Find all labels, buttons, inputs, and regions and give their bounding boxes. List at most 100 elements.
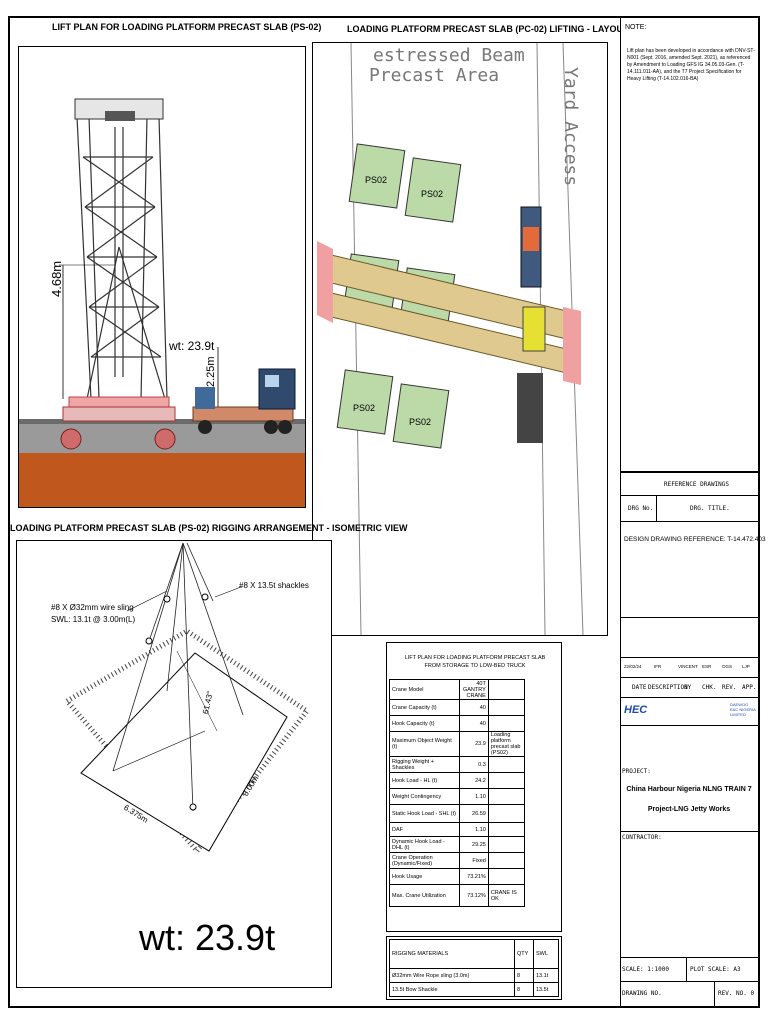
- calc-row-value: 0.3: [459, 756, 489, 773]
- calc-row-value: Fixed: [459, 852, 489, 869]
- rev-header-by: BY: [684, 684, 692, 691]
- calc-row-note: [487, 715, 526, 732]
- calc-row-value: 40: [459, 699, 489, 716]
- rev-chk: ESR: [702, 664, 712, 669]
- gantry-wheel-left: [60, 428, 82, 450]
- calc-row-note: Loading platform precast slab (PS02): [487, 731, 526, 757]
- shackle-label: #8 X 13.5t shackles: [239, 581, 309, 590]
- calc-row-label: Crane Operation (Dynamic/Fixed): [388, 852, 461, 869]
- calc-row-label: Rigging Weight + Shackles: [388, 756, 461, 773]
- slab-label: PS02: [365, 175, 388, 185]
- hec-logo: HEC: [624, 704, 648, 716]
- materials-row-qty: 8: [514, 982, 534, 997]
- materials-header-swl: SWL: [533, 939, 559, 969]
- materials-grid: RIGGING MATERIALS QTY SWL Ø32mm Wire Rop…: [389, 939, 559, 997]
- rev-header-date: DATE: [632, 684, 647, 691]
- rev-rev: OGS: [722, 664, 733, 669]
- calc-row-note: [487, 788, 526, 805]
- materials-row-item: 13.5t Bow Shackle: [389, 982, 515, 997]
- calc-heading-2: FROM STORAGE TO LOW-BED TRUCK: [424, 663, 526, 669]
- rev-header-row: DATE DESCRIPTION BY CHK. REV. APP.: [620, 678, 758, 698]
- drg-header-row: DRG No. DRG. TITLE.: [620, 496, 758, 522]
- ground-soil: [19, 452, 305, 507]
- slab-label: PS02: [353, 403, 376, 413]
- daewoo-logo: DAEWOO E&C NIGERIA LIMITED: [730, 702, 756, 717]
- calc-row-value: 29.25: [459, 836, 489, 853]
- clearance-dimension: 2.25m: [205, 356, 217, 387]
- design-ref-row: DESIGN DRAWING REFERENCE: T-14.472.403: [620, 522, 766, 618]
- low-bed-truck-bed: [192, 406, 294, 422]
- calc-row-note: [487, 836, 526, 853]
- scale-row: SCALE: 1:1000 PLOT SCALE: A3: [620, 958, 758, 982]
- precast-slab: [68, 396, 170, 408]
- blank-rev-rows: [620, 618, 758, 658]
- calc-row: Static Hook Load - SHL (t)26.59: [388, 804, 526, 823]
- note-heading: NOTE:: [625, 24, 647, 31]
- calc-row-value: 40: [459, 715, 489, 732]
- contractor-label: CONTRACTOR:: [622, 834, 662, 841]
- rigging-panel: #8 X Ø32mm wire sling SWL: 13.1t @ 3.00m…: [16, 540, 332, 988]
- calc-row-label: Maximum Object Weight (t): [388, 731, 461, 757]
- lifting-layout-panel: estressed Beam Precast Area Yard Access …: [312, 42, 608, 636]
- materials-header-item: RIGGING MATERIALS: [389, 939, 515, 969]
- calc-row-label: Hook Capacity (t): [388, 715, 461, 732]
- area-label-1: estressed Beam: [373, 45, 525, 66]
- rev-no: REV. NO. 0: [718, 990, 755, 997]
- calc-row-note: CRANE IS OK: [487, 884, 526, 907]
- gantry-elevation-drawing: [19, 98, 305, 507]
- plot-scale-value: PLOT SCALE: A3: [690, 966, 741, 973]
- logo-row: HEC DAEWOO E&C NIGERIA LIMITED: [620, 698, 758, 726]
- road-label: Yard Access: [560, 67, 581, 187]
- calc-row-value: 23.9: [459, 731, 489, 757]
- calc-row: Crane Operation (Dynamic/Fixed)Fixed: [388, 852, 526, 869]
- slab-label: PS02: [421, 189, 444, 199]
- gantry-tower: [76, 116, 168, 400]
- project-name-1: China Harbour Nigeria NLNG TRAIN 7: [626, 786, 752, 793]
- scale-value: SCALE: 1:1000: [622, 966, 669, 973]
- truck-tail: [517, 373, 543, 443]
- project-row: PROJECT: China Harbour Nigeria NLNG TRAI…: [620, 726, 758, 832]
- rev-date: 22/02/24: [624, 664, 642, 669]
- design-ref: DESIGN DRAWING REFERENCE: T-14.472.403: [624, 536, 766, 543]
- calc-row-value: 26.59: [459, 804, 489, 823]
- calc-row-label: Hook Load - HL (t): [388, 772, 461, 789]
- materials-row-qty: 8: [514, 968, 534, 983]
- materials-row-swl: 13.1t: [533, 968, 559, 983]
- calc-row-note: [487, 804, 526, 823]
- elevation-panel: 4.68m 2.25m wt: 23.9t: [18, 46, 306, 508]
- slab-outline: [80, 652, 288, 852]
- calc-row-value: 40T GANTRY CRANE: [459, 679, 489, 700]
- rev-header-app: APP.: [742, 684, 757, 691]
- calc-row-note: [487, 852, 526, 869]
- lifting-layout-title: LOADING PLATFORM PRECAST SLAB (PC-02) LI…: [347, 24, 629, 34]
- calc-row-note: [487, 822, 526, 837]
- height-dimension: 4.68m: [49, 260, 64, 297]
- materials-row-swl: 13.5t: [533, 982, 559, 997]
- rev-desc: IFR: [654, 664, 662, 669]
- calc-row-label: Weight Contingency: [388, 788, 461, 805]
- rigging-title: LOADING PLATFORM PRECAST SLAB (PS-02) RI…: [10, 523, 408, 533]
- calc-row-value: 73.21%: [459, 868, 489, 885]
- calc-row: Hook Load - HL (t)24.2: [388, 772, 526, 789]
- lift-calc-table: LIFT PLAN FOR LOADING PLATFORM PRECAST S…: [386, 642, 562, 932]
- sling-label-2: SWL: 13.1t @ 3.00m(L): [51, 615, 136, 624]
- calc-row-label: Static Hook Load - SHL (t): [388, 804, 461, 823]
- rev-header-chk: CHK.: [702, 684, 717, 691]
- rev-app: LJP: [742, 664, 750, 669]
- contractor-row: CONTRACTOR:: [620, 832, 758, 958]
- rigging-weight: wt: 23.9t: [139, 917, 276, 958]
- drawing-no-row: DRAWING NO. REV. NO. 0: [620, 982, 758, 1006]
- calc-row-label: DAF: [388, 822, 461, 837]
- rev-header-desc: DESCRIPTION: [648, 684, 688, 691]
- elevation-weight: wt: 23.9t: [169, 339, 215, 353]
- title-block: [620, 472, 758, 1006]
- wire-slings: [112, 542, 244, 812]
- materials-header-qty: QTY: [514, 939, 534, 969]
- calc-row-note: [487, 699, 526, 716]
- drg-title-label: DRG. TITLE.: [690, 505, 730, 512]
